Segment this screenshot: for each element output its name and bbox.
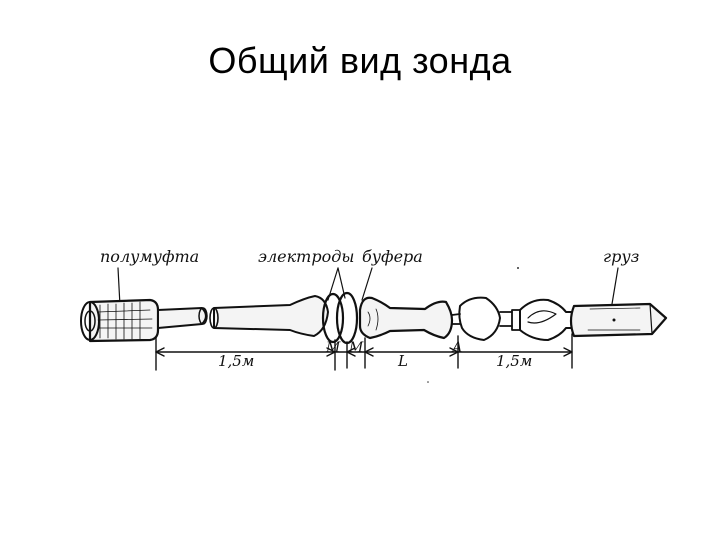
- dim-m1: М: [325, 340, 341, 356]
- dim-first-span: 1,5м: [218, 352, 254, 370]
- dim-a: А: [451, 340, 463, 356]
- weight-body: [569, 302, 668, 338]
- leader-lines: [117, 267, 619, 307]
- label-weight: груз: [603, 247, 639, 266]
- slide-title: Общий вид зонда: [208, 40, 512, 81]
- label-buffers: буфера: [362, 247, 423, 266]
- dim-l: L: [397, 352, 408, 370]
- coupling-body: [80, 298, 160, 343]
- dimension-lines: [155, 333, 573, 371]
- label-coupling: полумуфта: [100, 247, 199, 266]
- label-electrodes: электроды: [258, 247, 354, 266]
- dim-m2: М: [348, 340, 364, 356]
- probe-string: [209, 291, 573, 345]
- dim-last-span: 1,5м: [496, 352, 532, 370]
